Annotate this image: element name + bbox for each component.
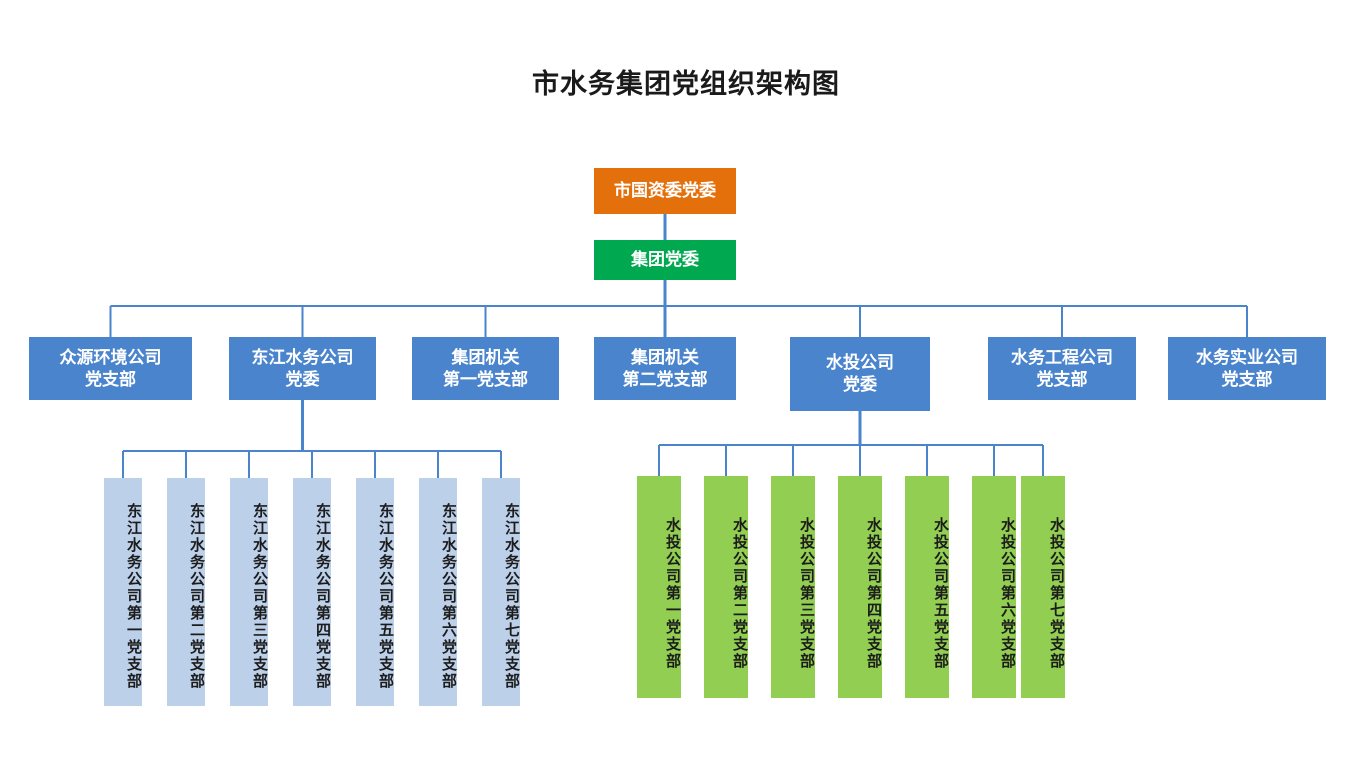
org-node-e3[interactable]: 东江水务公司第三党支部 [230, 478, 268, 706]
org-node-n0[interactable]: 市国资委党委 [594, 168, 736, 214]
org-node-label: 东江水务公司第六党支部 [440, 502, 456, 690]
org-node-w5[interactable]: 水投公司第五党支部 [905, 476, 949, 698]
org-node-label: 水投公司第五党支部 [932, 516, 948, 670]
org-node-label: 东江水务公司第七党支部 [503, 502, 519, 690]
org-node-label: 水投公司第六党支部 [999, 516, 1015, 670]
org-node-label: 水投公司 党委 [826, 353, 894, 394]
org-node-label: 东江水务公司第四党支部 [314, 502, 330, 690]
org-node-w7[interactable]: 水投公司第七党支部 [1021, 476, 1065, 698]
org-node-w4[interactable]: 水投公司第四党支部 [838, 476, 882, 698]
org-node-label: 众源环境公司 党支部 [59, 347, 162, 389]
org-node-n1[interactable]: 集团党委 [594, 240, 736, 280]
org-node-label: 东江水务公司第一党支部 [125, 502, 141, 690]
org-node-e2[interactable]: 东江水务公司第二党支部 [167, 478, 205, 706]
org-node-u7[interactable]: 水务实业公司 党支部 [1168, 337, 1326, 400]
org-node-label: 水投公司第四党支部 [865, 516, 881, 670]
org-node-label: 集团机关 第一党支部 [443, 347, 528, 389]
org-node-w3[interactable]: 水投公司第三党支部 [771, 476, 815, 698]
org-node-label: 东江水务公司 党委 [251, 347, 354, 389]
org-node-label: 水投公司第三党支部 [798, 516, 814, 670]
org-node-label: 集团机关 第二党支部 [622, 347, 708, 389]
org-node-e1[interactable]: 东江水务公司第一党支部 [104, 478, 142, 706]
org-node-label: 水投公司第一党支部 [664, 516, 680, 670]
org-node-e5[interactable]: 东江水务公司第五党支部 [356, 478, 394, 706]
org-node-u1[interactable]: 众源环境公司 党支部 [29, 337, 192, 400]
org-node-u2[interactable]: 东江水务公司 党委 [229, 337, 376, 400]
org-node-e4[interactable]: 东江水务公司第四党支部 [293, 478, 331, 706]
org-node-w1[interactable]: 水投公司第一党支部 [637, 476, 681, 698]
org-node-label: 水务工程公司 党支部 [1011, 347, 1113, 389]
org-node-label: 水投公司第二党支部 [731, 516, 747, 670]
org-node-label: 东江水务公司第二党支部 [188, 502, 204, 690]
org-node-e6[interactable]: 东江水务公司第六党支部 [419, 478, 457, 706]
org-node-label: 集团党委 [631, 250, 699, 270]
org-node-label: 水投公司第七党支部 [1048, 516, 1064, 670]
org-node-label: 水务实业公司 党支部 [1196, 347, 1298, 389]
org-node-label: 市国资委党委 [614, 181, 716, 201]
org-node-u4[interactable]: 集团机关 第二党支部 [594, 337, 736, 400]
org-node-w6[interactable]: 水投公司第六党支部 [972, 476, 1016, 698]
org-node-u6[interactable]: 水务工程公司 党支部 [988, 337, 1136, 400]
org-node-e7[interactable]: 东江水务公司第七党支部 [482, 478, 520, 706]
org-node-u3[interactable]: 集团机关 第一党支部 [412, 337, 559, 400]
org-node-label: 东江水务公司第五党支部 [377, 502, 393, 690]
page-title: 市水务集团党组织架构图 [532, 69, 840, 99]
org-node-w2[interactable]: 水投公司第二党支部 [704, 476, 748, 698]
org-node-label: 东江水务公司第三党支部 [251, 502, 267, 690]
org-node-u5[interactable]: 水投公司 党委 [790, 337, 930, 411]
